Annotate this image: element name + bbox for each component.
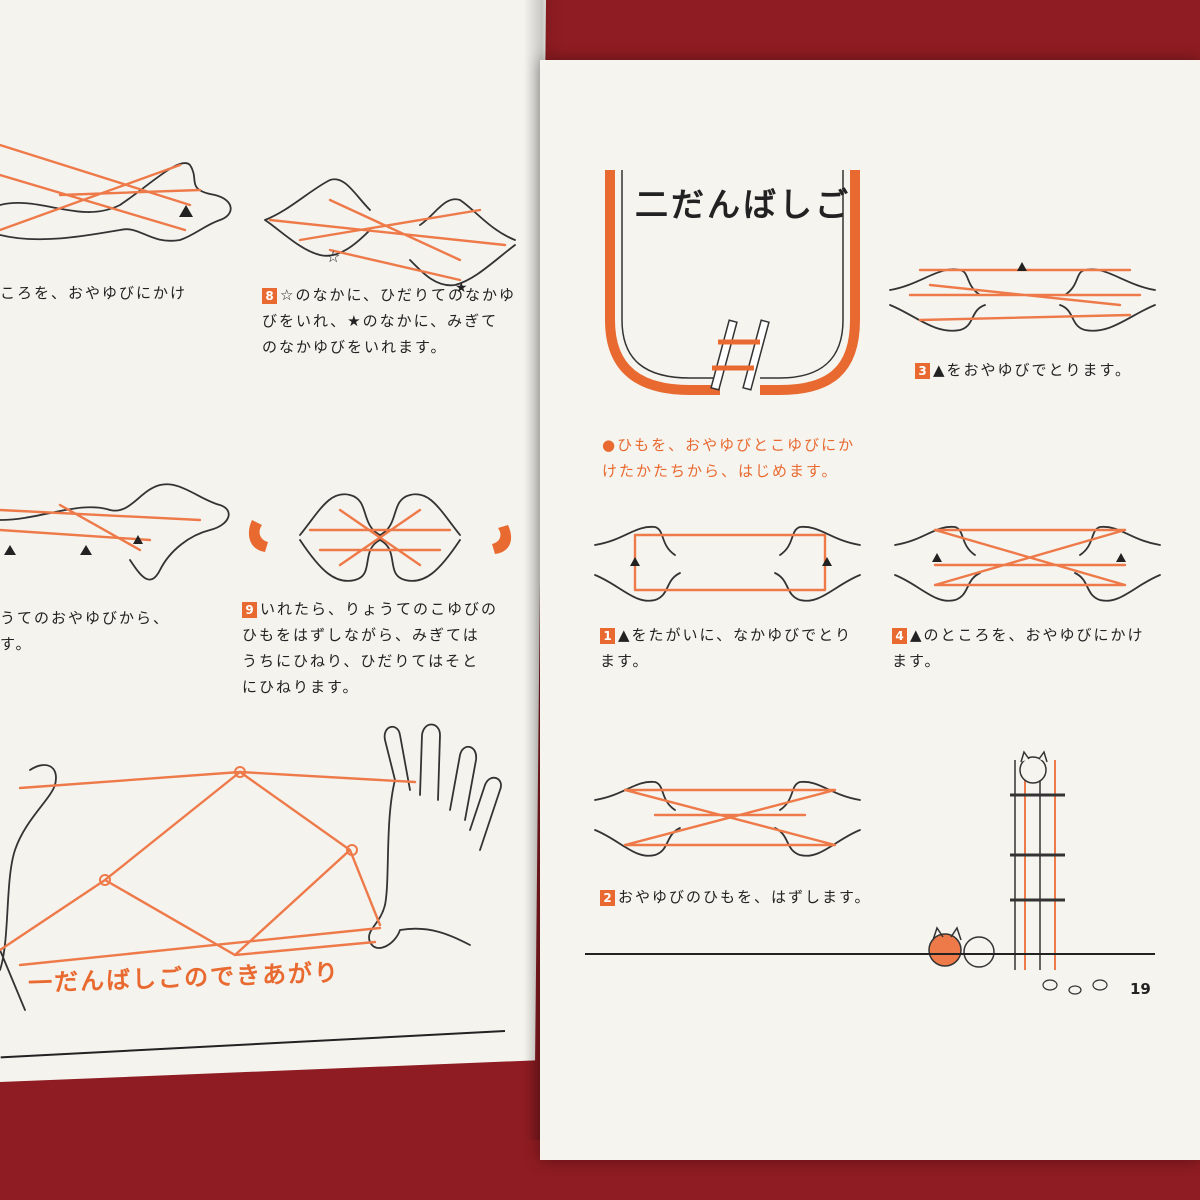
page-title: 二だんばしご (635, 185, 851, 224)
step4-text: ▲のところを、おやゆびにかけ ます。 (892, 626, 1145, 670)
bottom-rule-right (585, 953, 1155, 955)
step9-hands-illustration (248, 493, 512, 582)
step1-hands-illustration (594, 526, 861, 602)
step-number-badge: 2 (600, 890, 615, 906)
step-number-badge: 1 (600, 628, 615, 644)
step-number-badge: 3 (915, 363, 930, 379)
step8-instruction: 8☆のなかに、ひだりてのなかゆ びをいれ、★のなかに、みぎて のなかゆびをいれま… (262, 282, 516, 360)
step8-hands-illustration: ☆ ★ (264, 178, 516, 296)
intro-instruction: ●ひもを、おやゆびとこゆびにか けたかたちから、はじめます。 (602, 436, 856, 480)
hands-illustration-middle-left (0, 483, 230, 581)
step2-hands-illustration (594, 781, 861, 857)
step-number-badge: 9 (242, 602, 257, 618)
cat-ladder-illustration (928, 750, 1108, 995)
step2-text: おやゆびのひもを、はずします。 (618, 888, 872, 906)
hands-illustration-top-left (0, 143, 232, 242)
step4-hands-illustration (894, 526, 1161, 602)
right-page: 二だんばしご ●ひもを、おやゆびとこゆびにか けたかたちから、はじめます。 3▲… (540, 60, 1200, 1160)
page-number: 19 (1130, 980, 1151, 998)
title-frame (605, 170, 860, 395)
svg-text:★: ★ (455, 280, 468, 296)
step8-text: ☆のなかに、ひだりてのなかゆ びをいれ、★のなかに、みぎて のなかゆびをいれます… (262, 286, 516, 356)
partial-instruction-top: ころを、おやゆびにかけ (0, 284, 188, 302)
bottom-rule-left (0, 1030, 506, 1059)
step1-instruction: 1▲をたがいに、なかゆびでとり ます。 (600, 622, 852, 674)
step3-text: ▲をおやゆびでとります。 (933, 361, 1133, 379)
step9-text: いれたら、りょうてのこゆびの ひもをはずしながら、みぎては うちにひねり、ひだり… (242, 600, 499, 696)
step1-text: ▲をたがいに、なかゆびでとり ます。 (600, 626, 853, 670)
step-number-badge: 4 (892, 628, 907, 644)
step3-instruction: 3▲をおやゆびでとります。 (915, 357, 1132, 383)
step-number-badge: 8 (262, 288, 277, 304)
finished-ladder-illustration (0, 723, 502, 1011)
step3-hands-illustration (889, 262, 1156, 332)
partial-instruction-middle: うてのおやゆびから、 す。 (0, 609, 171, 653)
svg-text:☆: ☆ (326, 247, 340, 266)
left-page: ころを、おやゆびにかけ ☆ ★ 8☆のなかに、ひだりてのなかゆ びをいれ、★のな… (0, 0, 546, 1082)
step4-instruction: 4▲のところを、おやゆびにかけ ます。 (892, 622, 1145, 674)
